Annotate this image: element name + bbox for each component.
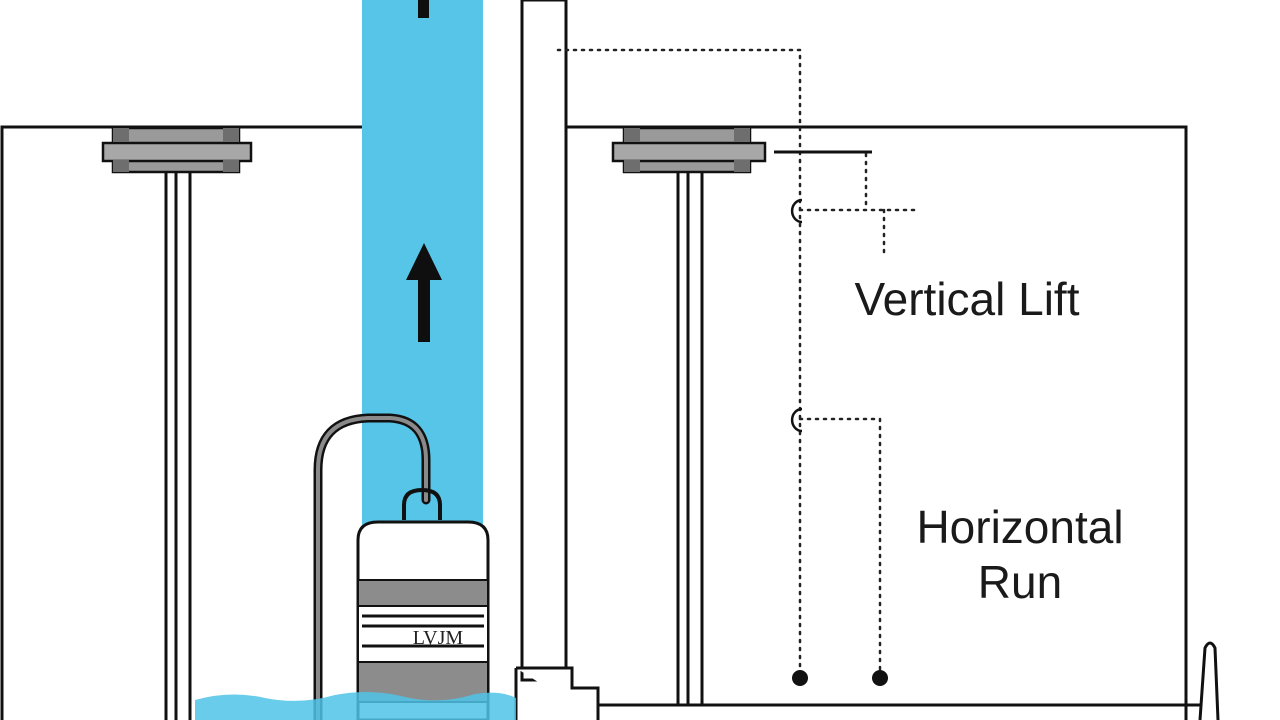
left-support-rod	[164, 172, 192, 720]
sump-water	[195, 691, 516, 720]
horizontal-pipe	[514, 641, 1220, 720]
basin-left-wall	[0, 125, 362, 720]
pump-power-cord	[313, 413, 431, 720]
horizontal-run-label-line1: Horizontal	[916, 501, 1123, 553]
basin-right-frame	[566, 125, 1188, 720]
vertical-lift-label: Vertical Lift	[855, 273, 1080, 325]
arrow-up-icon	[406, 243, 442, 342]
submersible-pump: LVJM	[356, 487, 490, 720]
horizontal-run-label-line2: Run	[978, 556, 1062, 608]
measurement-lines	[556, 48, 916, 686]
arrow-up-icon	[418, 0, 429, 18]
pump-marking: LVJM	[413, 627, 464, 649]
right-flange	[611, 126, 767, 174]
discharge-pipe	[520, 0, 568, 682]
left-flange	[101, 126, 253, 174]
right-support-rod	[676, 172, 704, 705]
